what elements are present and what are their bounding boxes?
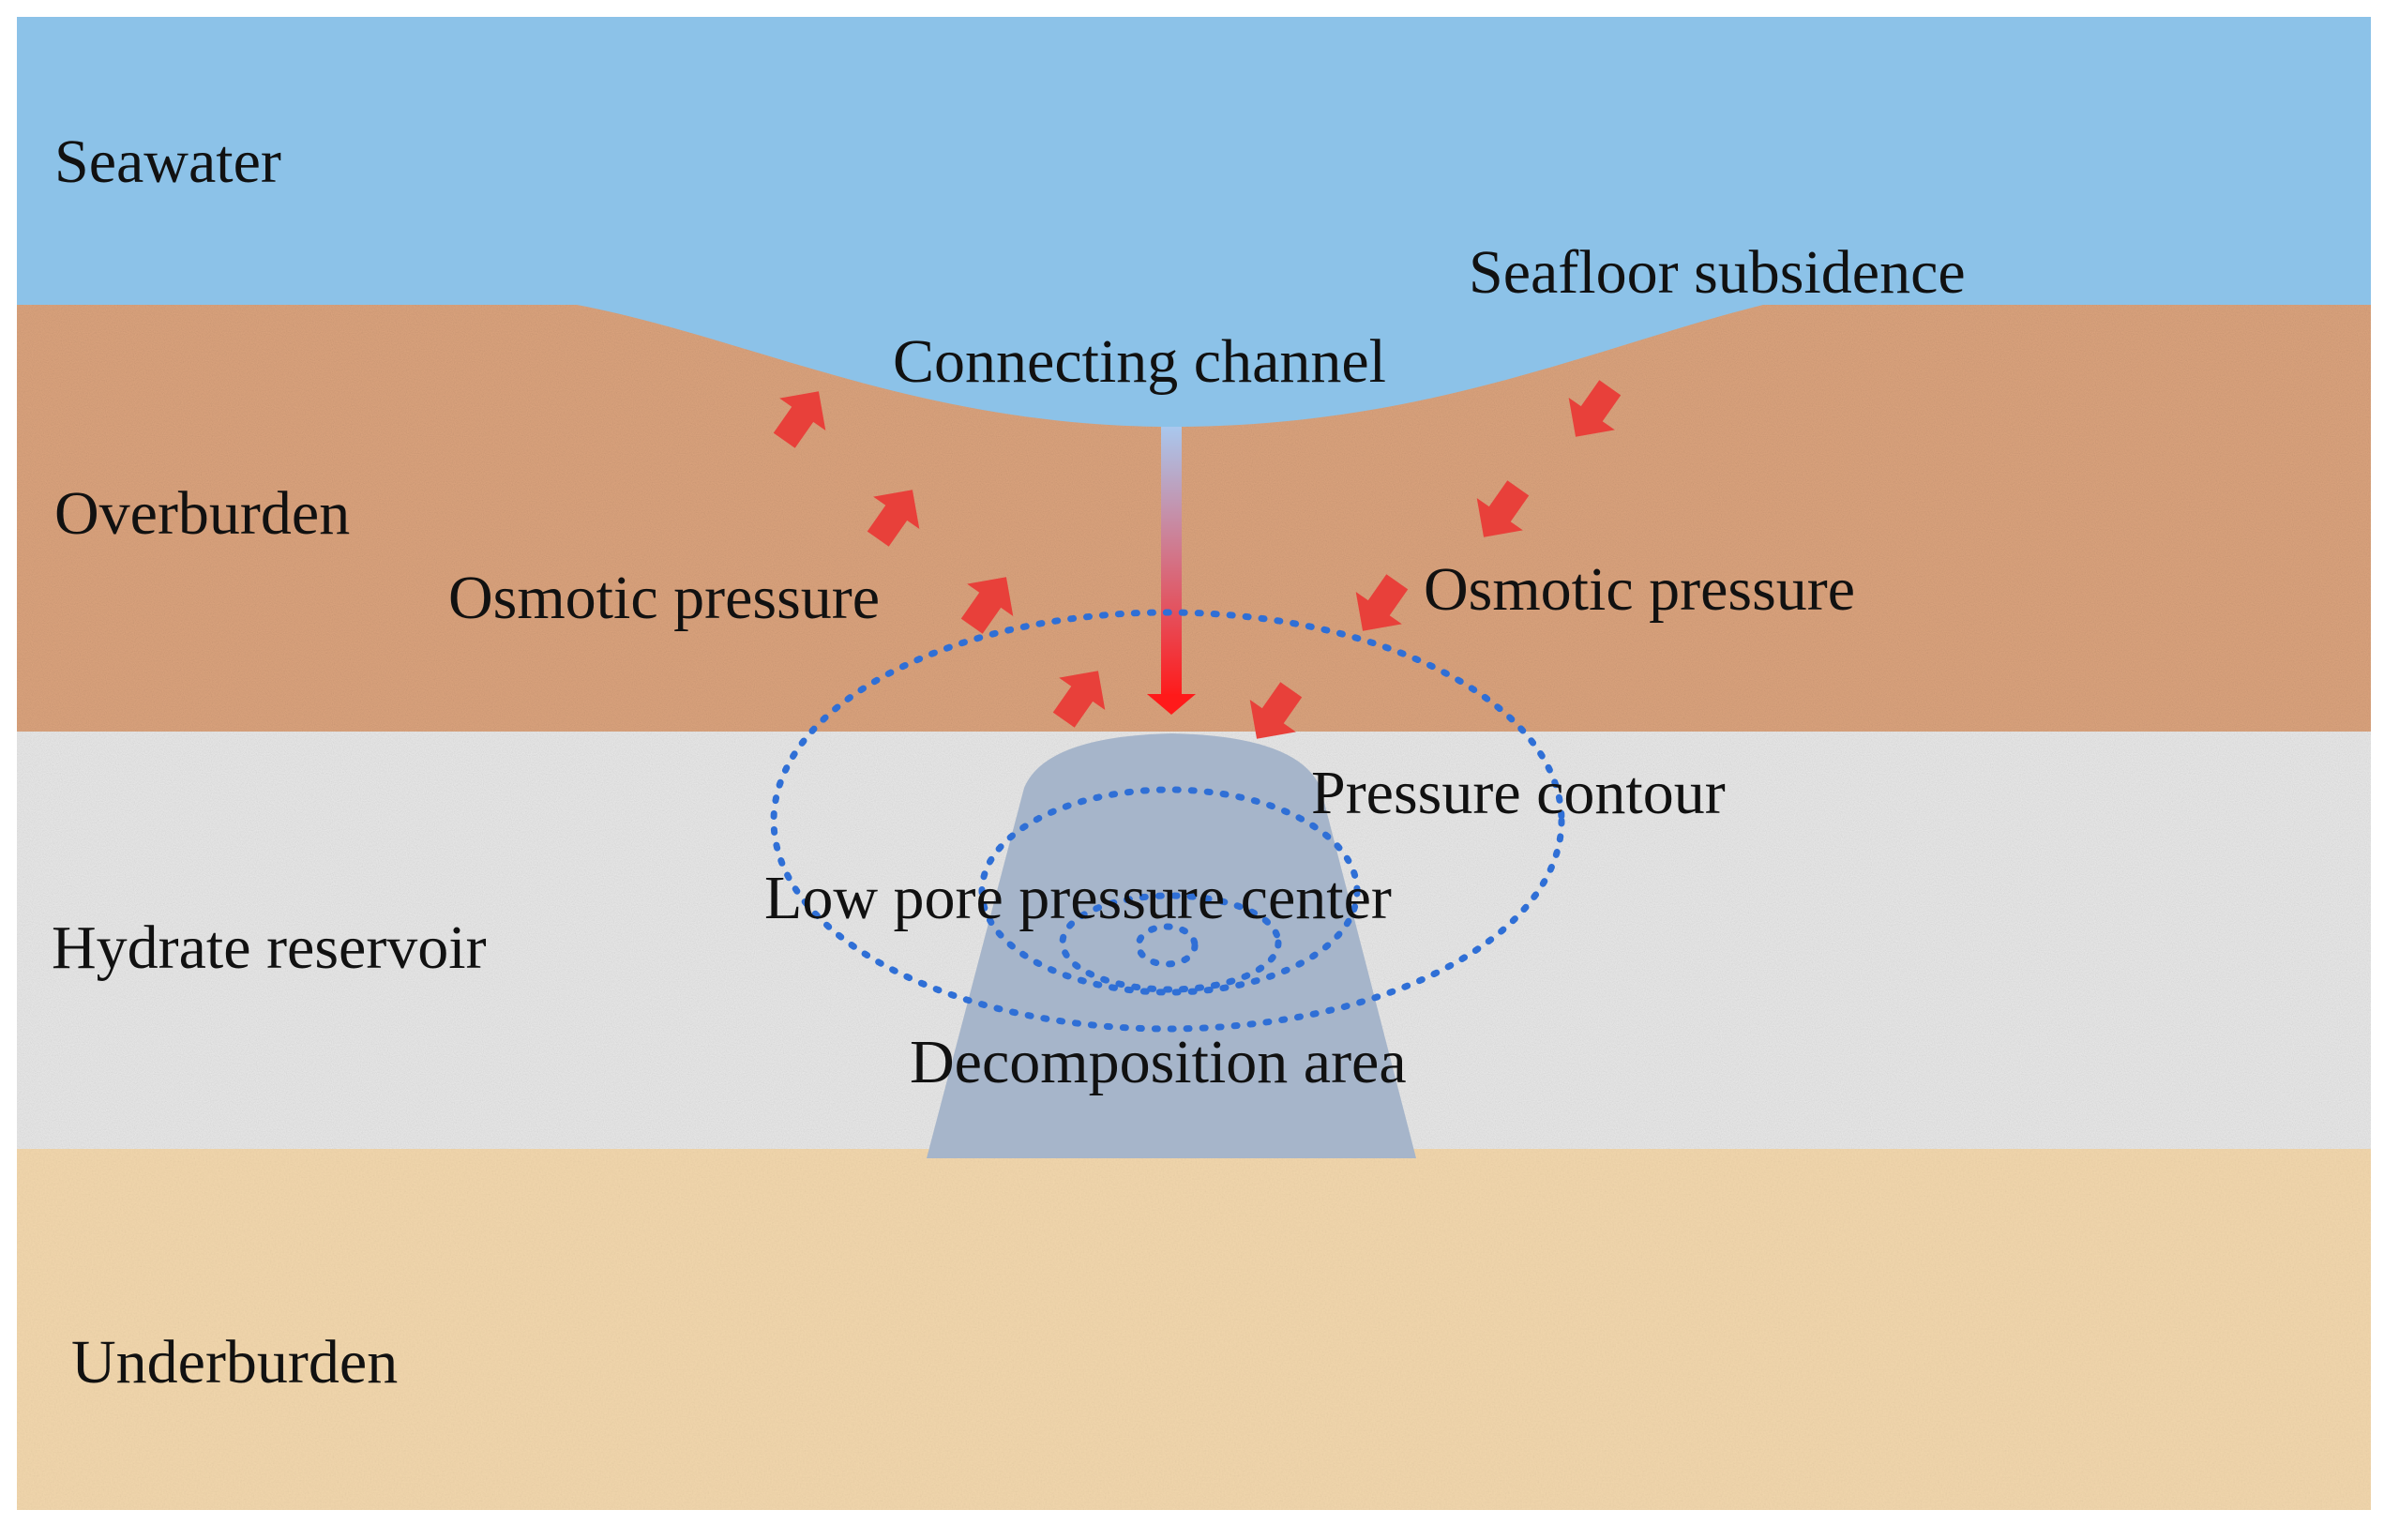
pressure-contours [770, 609, 1565, 1033]
osmotic-pressure-arrow-icon [773, 391, 826, 448]
hydrate-reservoir-label: Hydrate reservoir [52, 913, 487, 982]
overburden-label: Overburden [54, 479, 351, 548]
osmotic-pressure-left-label: Osmotic pressure [448, 564, 881, 632]
decomposition-area [927, 733, 1416, 1158]
osmotic-pressure-arrow-icon [1052, 671, 1106, 728]
low-pore-pressure-center-label: Low pore pressure center [764, 864, 1392, 932]
osmotic-pressure-arrows [773, 380, 1622, 739]
osmotic-pressure-right-label: Osmotic pressure [1424, 555, 1856, 624]
osmotic-pressure-arrow-icon [1476, 480, 1530, 537]
underburden-label: Underburden [71, 1328, 399, 1397]
osmotic-pressure-arrow-icon [1355, 574, 1409, 631]
seawater-label: Seawater [54, 128, 281, 196]
flow-down-arrow-icon [1147, 694, 1196, 715]
pressure-contour-core [1135, 923, 1199, 968]
pressure-contour-outer [770, 609, 1565, 1033]
osmotic-pressure-arrow-icon [1568, 380, 1622, 437]
osmotic-pressure-arrow-icon [867, 490, 920, 547]
osmotic-pressure-arrow-icon [960, 577, 1014, 634]
connecting-channel [1161, 427, 1182, 697]
underburden-layer [17, 1149, 2371, 1510]
pressure-contour-label: Pressure contour [1311, 759, 1726, 827]
pressure-contour-middle [978, 786, 1361, 996]
decomposition-area-label: Decomposition area [910, 1028, 1407, 1096]
osmotic-pressure-arrow-icon [1249, 682, 1303, 739]
connecting-channel-label: Connecting channel [893, 327, 1387, 396]
pressure-contour-inner [1059, 892, 1282, 993]
seafloor-subsidence-label: Seafloor subsidence [1469, 238, 1966, 307]
seawater-layer [17, 17, 2371, 427]
